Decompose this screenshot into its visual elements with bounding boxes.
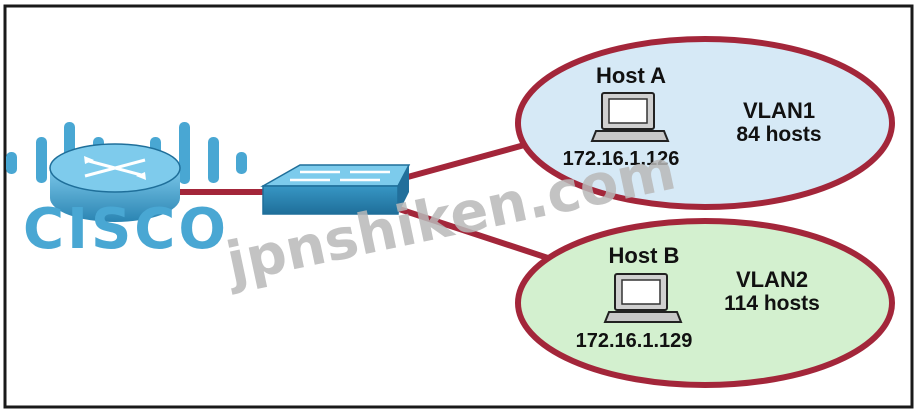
link-switch-vlan2 xyxy=(395,205,549,261)
switch-icon xyxy=(260,164,411,215)
link-switch-vlan1 xyxy=(403,141,529,181)
vlan1-name: VLAN1 xyxy=(743,98,815,123)
host-b-computer-icon xyxy=(603,273,683,323)
vlan2-name: VLAN2 xyxy=(736,267,808,292)
vlan1-host-count: 84 hosts xyxy=(736,123,821,146)
host-b-ip: 172.16.1.129 xyxy=(576,330,693,352)
vlan1-zone: Host A 172.16.1.126 VLAN1 84 hosts xyxy=(515,36,895,210)
host-a-label: Host A xyxy=(596,63,666,88)
host-a-computer-icon xyxy=(590,92,670,142)
vlan2-host-count: 114 hosts xyxy=(724,292,820,315)
router-icon xyxy=(49,143,181,222)
vlan2-zone: Host B 172.16.1.129 VLAN2 114 hosts xyxy=(515,218,895,388)
vlan1-ellipse xyxy=(515,36,895,210)
cisco-logo-text: CISCO xyxy=(23,197,229,262)
vlan2-ellipse xyxy=(515,218,895,388)
host-b-label: Host B xyxy=(609,243,680,268)
host-a-ip: 172.16.1.126 xyxy=(563,148,680,170)
